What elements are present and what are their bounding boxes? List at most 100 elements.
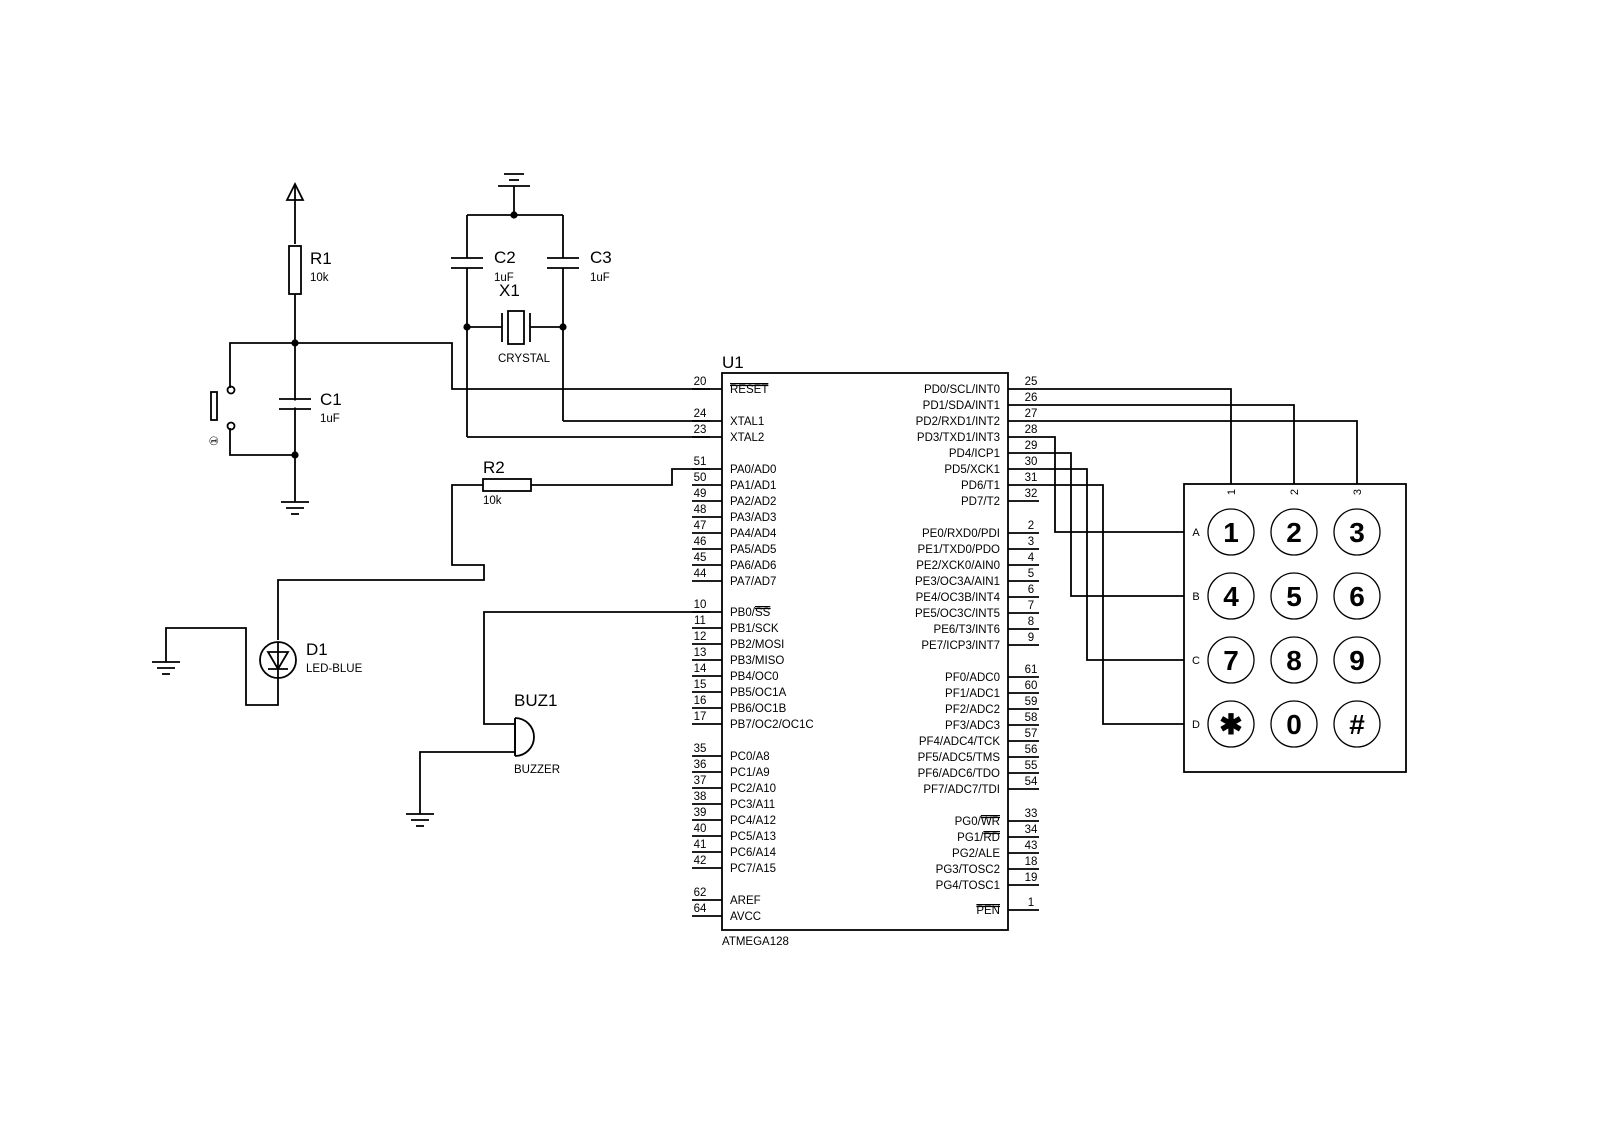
pin-number: 15	[694, 679, 707, 691]
pin-name-label: AREF	[730, 895, 761, 907]
pin-name-label: PEN	[976, 905, 1000, 917]
keypad-row-label: C	[1192, 655, 1200, 667]
pin-name-label: PE6/T3/INT6	[934, 624, 1000, 636]
pin-name-label: PC7/A15	[730, 863, 776, 875]
reset-net-wire	[295, 342, 710, 390]
keypad-key[interactable]: 2	[1270, 508, 1318, 556]
pin-name-label: PB4/OC0	[730, 671, 779, 683]
pin-name-label: PC1/A9	[730, 767, 770, 779]
pin-number: 40	[694, 823, 707, 835]
r2-value: 10k	[483, 495, 502, 507]
pin-name-label: PG3/TOSC2	[936, 864, 1000, 876]
c2-capacitor: C2 1uF	[451, 248, 516, 284]
pin-number: 20	[694, 376, 707, 388]
x1-crystal: X1 CRYSTAL	[498, 281, 551, 365]
keypad-key[interactable]: ✱	[1207, 700, 1255, 748]
d1-ref: D1	[306, 640, 328, 659]
pin-name-label: PF0/ADC0	[945, 672, 1000, 684]
pin-number: 10	[694, 599, 707, 611]
reset-ground-symbol	[281, 455, 309, 515]
pin-number: 33	[1025, 808, 1038, 820]
c1-ref: C1	[320, 390, 342, 409]
pin-name-label: PB3/MISO	[730, 655, 784, 667]
pin-name-label: PC3/A11	[730, 799, 775, 811]
pin-number: 16	[694, 695, 707, 707]
pin-number: 25	[1025, 376, 1038, 388]
keypad-row-label: B	[1192, 591, 1199, 603]
pin-name-label: PD6/T1	[961, 480, 1000, 492]
keypad-key-label: 4	[1223, 581, 1239, 612]
c3-ref: C3	[590, 248, 612, 267]
keypad-key[interactable]: 0	[1270, 700, 1318, 748]
junction-dot	[463, 323, 471, 331]
keypad-key[interactable]: #	[1333, 700, 1381, 748]
keypad-key[interactable]: 8	[1270, 636, 1318, 684]
r1-resistor: R1 10k	[288, 245, 332, 455]
keypad-key[interactable]: 3	[1333, 508, 1381, 556]
pin-name-label: PD2/RXD1/INT2	[916, 416, 1000, 428]
r2-net-wires	[277, 468, 710, 640]
pin-name-label: PA7/AD7	[730, 576, 776, 588]
pin-name-label: PB2/MOSI	[730, 639, 784, 651]
keypad-key[interactable]: 5	[1270, 572, 1318, 620]
buz1-value: BUZZER	[514, 764, 560, 776]
pin-number: 42	[694, 855, 707, 867]
pin-name-label: PD3/TXD1/INT3	[917, 432, 1000, 444]
pin-number: 4	[1028, 552, 1035, 564]
pin-number: 7	[1028, 600, 1034, 612]
power-terminal	[285, 181, 305, 244]
keypad-key-label: 3	[1349, 517, 1365, 548]
keypad-key[interactable]: 7	[1207, 636, 1255, 684]
pin-number: 9	[1028, 632, 1034, 644]
u1-part-number: ATMEGA128	[722, 936, 789, 948]
buz1-ref: BUZ1	[514, 691, 557, 710]
keypad-key-label: 5	[1286, 581, 1302, 612]
c1-value: 1uF	[320, 413, 340, 425]
pin-name-label: PF3/ADC3	[945, 720, 1000, 732]
keypad-key[interactable]: 4	[1207, 572, 1255, 620]
pin-name-label: PF6/ADC6/TDO	[918, 768, 1000, 780]
keypad-key[interactable]: 9	[1333, 636, 1381, 684]
pin-number: 64	[694, 903, 707, 915]
pin-number: 59	[1025, 696, 1038, 708]
pin-name-label: PB7/OC2/OC1C	[730, 719, 814, 731]
pin-number: 19	[1025, 872, 1038, 884]
pin-number: 51	[694, 456, 707, 468]
buzzer-ground-symbol	[406, 813, 434, 827]
keypad-key[interactable]: 1	[1207, 508, 1255, 556]
pin-name-label: PD4/ICP1	[949, 448, 1000, 460]
pin-name-label: PG2/ALE	[952, 848, 1000, 860]
keypad-key-label: 9	[1349, 645, 1365, 676]
pin-name-label: PA1/AD1	[730, 480, 776, 492]
c2-value: 1uF	[494, 272, 514, 284]
pin-number: 35	[694, 743, 707, 755]
pin-number: 47	[694, 520, 707, 532]
pin-name-label: PA0/AD0	[730, 464, 776, 476]
keypad-key[interactable]: 6	[1333, 572, 1381, 620]
pin-name-label: PB0/SS	[730, 607, 771, 619]
